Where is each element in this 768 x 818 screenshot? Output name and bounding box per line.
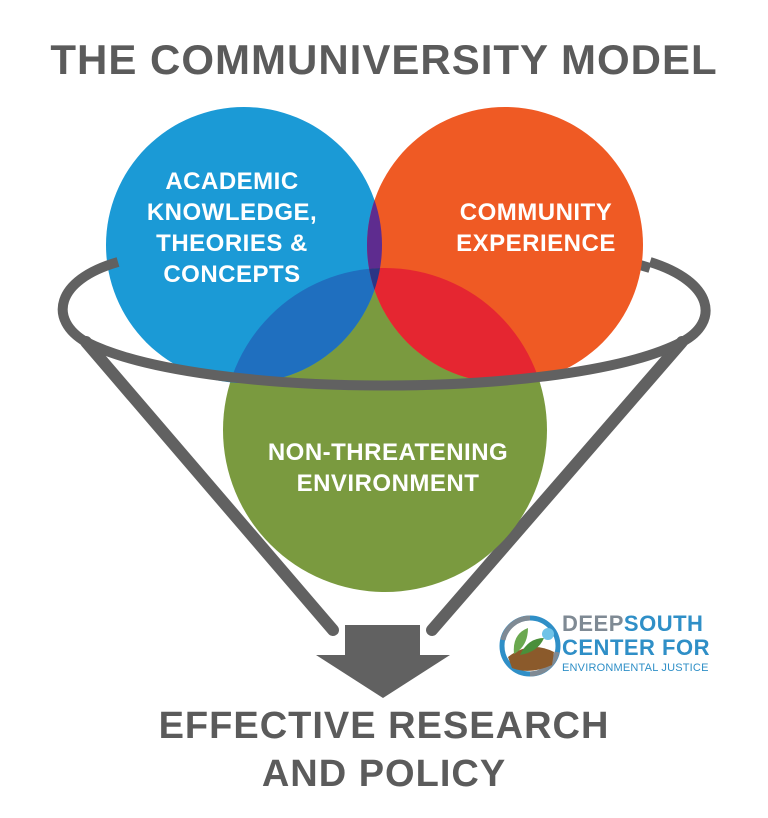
academic-line-2: KNOWLEDGE, bbox=[146, 199, 318, 226]
environment-line-1: NON-THREATENING bbox=[267, 439, 509, 466]
logo-word-deep: DEEP bbox=[562, 611, 624, 636]
academic-line-4: CONCEPTS bbox=[163, 261, 301, 288]
community-line-1: COMMUNITY bbox=[459, 199, 613, 226]
non-threatening-environment-label: NON-THREATENING ENVIRONMENT bbox=[238, 437, 538, 499]
output-title: EFFECTIVE RESEARCH AND POLICY bbox=[0, 702, 768, 798]
logo-icon bbox=[499, 615, 561, 677]
community-experience-label: COMMUNITY EXPERIENCE bbox=[436, 197, 636, 259]
academic-line-3: THEORIES & bbox=[156, 230, 308, 257]
deep-south-center-logo: DEEPSOUTH CENTER FOR ENVIRONMENTAL JUSTI… bbox=[494, 611, 714, 685]
community-line-2: EXPERIENCE bbox=[456, 230, 616, 257]
output-line-1: EFFECTIVE RESEARCH bbox=[158, 705, 610, 747]
output-line-2: AND POLICY bbox=[261, 753, 507, 795]
page-title: THE COMMUNIVERSITY MODEL bbox=[50, 36, 718, 83]
overlap-blue-green bbox=[223, 268, 382, 383]
funnel-rim-front bbox=[57, 257, 711, 391]
logo-line-3: ENVIRONMENTAL JUSTICE bbox=[562, 662, 709, 674]
funnel-body bbox=[80, 336, 688, 636]
overlap-orange-green bbox=[367, 268, 547, 383]
environment-line-2: ENVIRONMENT bbox=[296, 470, 480, 497]
logo-line-2: CENTER FOR bbox=[562, 635, 710, 660]
logo-line-1: DEEPSOUTH bbox=[562, 611, 703, 637]
academic-knowledge-label: ACADEMIC KNOWLEDGE, THEORIES & CONCEPTS bbox=[132, 166, 332, 290]
logo-word-south: SOUTH bbox=[623, 611, 704, 636]
academic-line-1: ACADEMIC bbox=[165, 168, 299, 195]
funnel-arrow bbox=[316, 625, 450, 698]
